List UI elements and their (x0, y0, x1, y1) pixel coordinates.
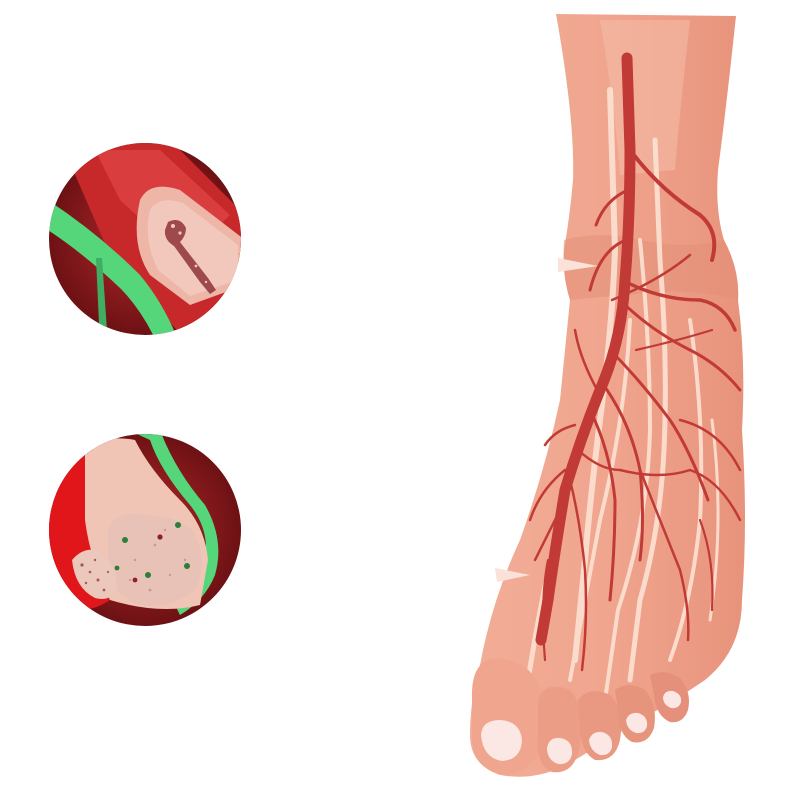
foot-skin (470, 14, 745, 777)
foot-tendons (522, 87, 720, 703)
foot-illustration (470, 14, 745, 777)
nail-big-toe (481, 720, 522, 761)
nail-toe-4 (626, 712, 648, 734)
ankle-highlight (558, 258, 598, 272)
nail-toe-3 (589, 731, 613, 756)
inset-2-plaque-mass (108, 514, 202, 606)
inset-artery-blockage (49, 434, 241, 626)
inset-1-green-branch (96, 258, 108, 335)
main-artery (535, 52, 636, 646)
inset-2-cell-dots (114, 522, 190, 583)
foot-highlight (495, 568, 530, 582)
inset-2-green-vessel (128, 434, 219, 615)
inset-artery-cross-section (49, 143, 241, 335)
nail-toe-5 (663, 690, 682, 709)
foot-arteries (528, 52, 742, 672)
inset-1-green-vessel (49, 195, 180, 335)
inset-1-plaque (164, 220, 216, 294)
inset-2-small-plaque (72, 549, 117, 599)
toenails (481, 690, 682, 765)
nail-toe-2 (547, 737, 573, 765)
